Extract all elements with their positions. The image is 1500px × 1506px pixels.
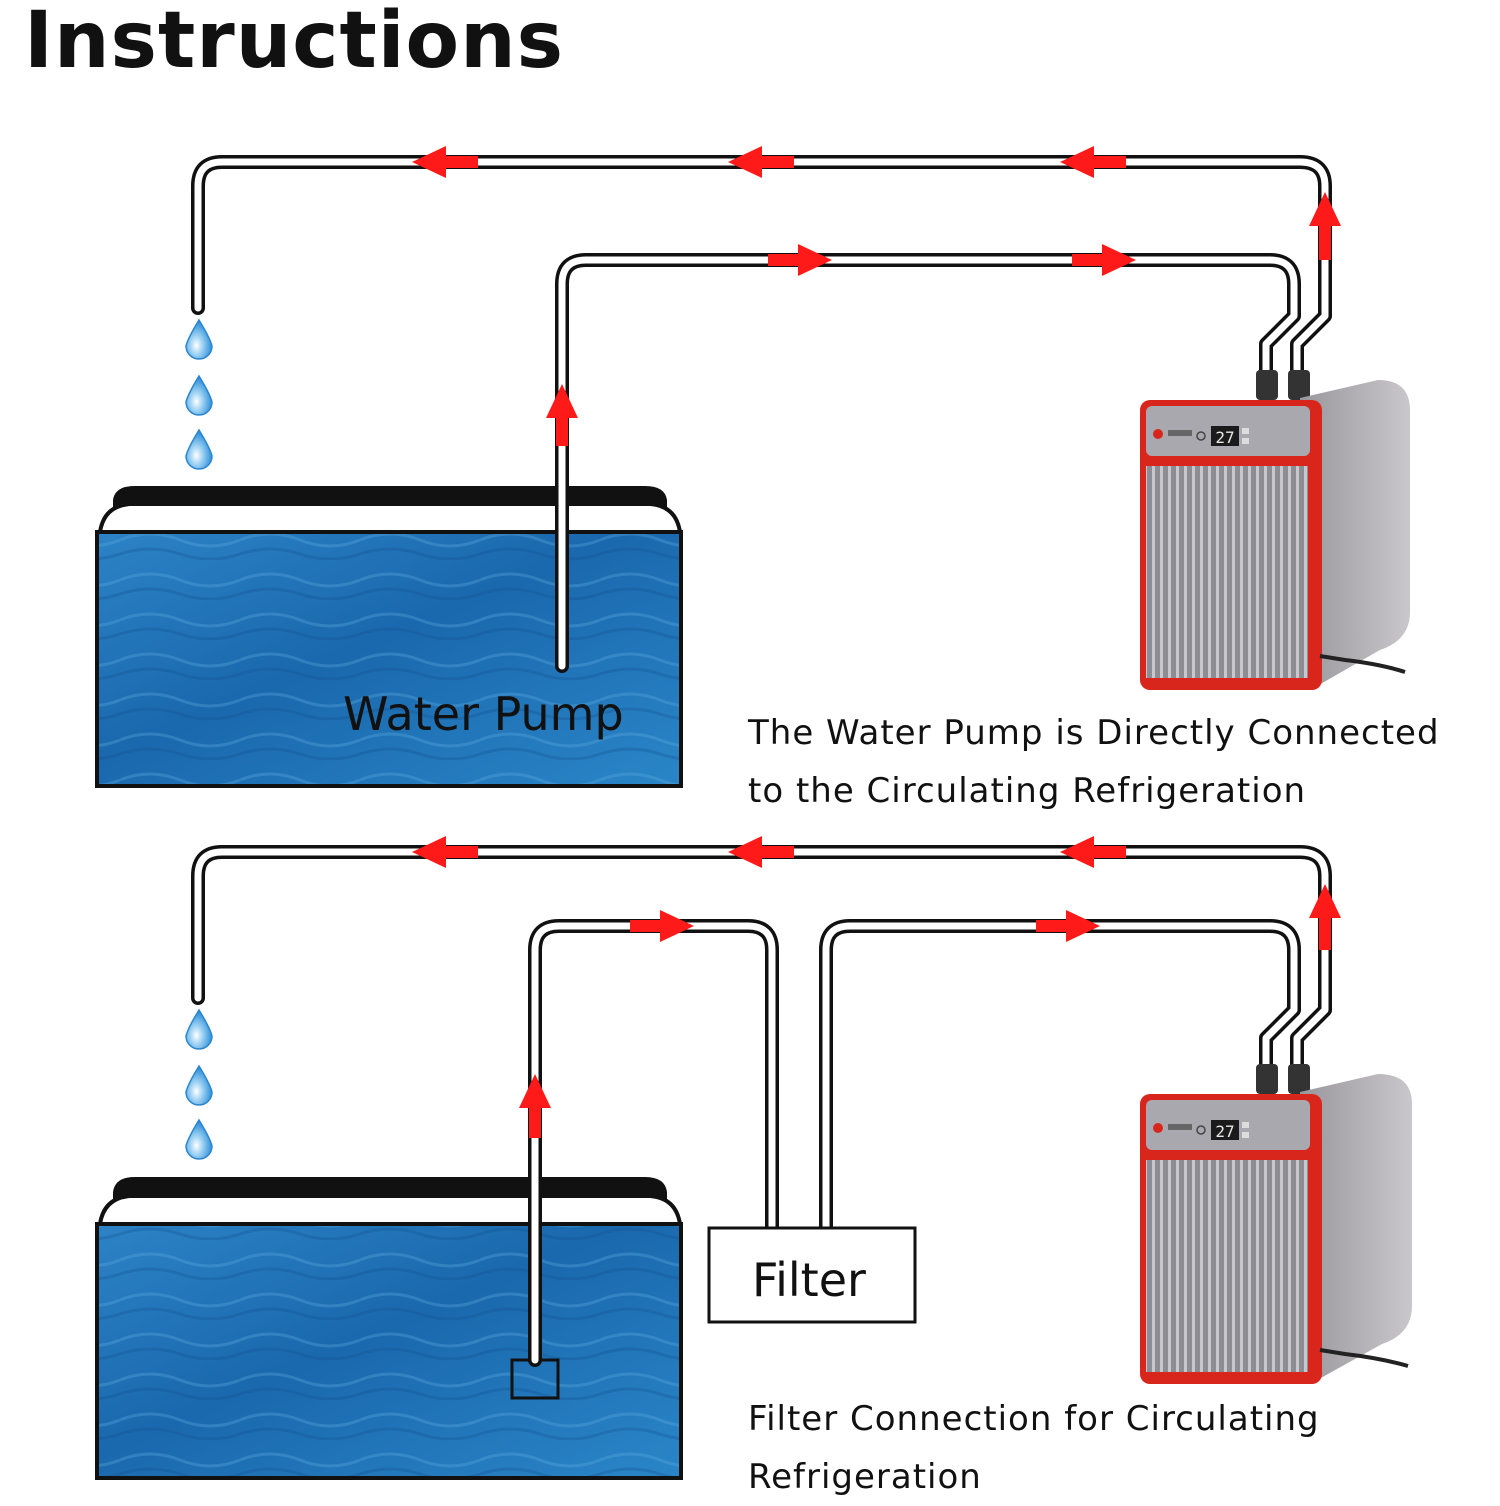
- flow-arrow-right: [1036, 910, 1100, 942]
- top-caption-line2: to the Circulating Refrigeration: [748, 771, 1307, 811]
- water-pump-label: Water Pump: [343, 687, 624, 741]
- chiller-display-readout: 27: [1215, 1122, 1234, 1141]
- aquarium-tank-top: [95, 486, 683, 788]
- flow-arrow-up: [519, 1074, 551, 1138]
- bottom-caption-line1: Filter Connection for Circulating: [748, 1399, 1320, 1439]
- chiller-unit-top: 27: [1140, 370, 1410, 690]
- water-drop-icon: [185, 1008, 213, 1050]
- water-drop-icon: [185, 318, 213, 360]
- filter-label: Filter: [752, 1253, 866, 1307]
- water-drops-bottom: [185, 1008, 213, 1160]
- flow-arrows-bottom: [412, 836, 1341, 1138]
- top-caption-line1: The Water Pump is Directly Connected: [748, 713, 1440, 753]
- return-pipe-bottom: [191, 845, 1332, 1073]
- flow-arrow-left: [728, 836, 794, 868]
- flow-arrow-up: [1309, 884, 1341, 950]
- bottom-setup: Filter 27: [95, 836, 1412, 1480]
- water-drop-icon: [185, 374, 213, 416]
- chiller-display-readout: 27: [1215, 428, 1234, 447]
- flow-arrow-left: [1060, 836, 1126, 868]
- filter-box: [707, 1226, 917, 1324]
- flow-arrow-right: [630, 910, 694, 942]
- bottom-caption-line2: Refrigeration: [748, 1457, 982, 1497]
- water-drop-icon: [185, 428, 213, 470]
- flow-arrow-up: [1309, 192, 1341, 260]
- flow-arrows-top: [412, 146, 1341, 446]
- page-title: Instructions: [24, 0, 565, 86]
- outflow-pipe-top: [555, 253, 1301, 673]
- flow-arrow-right: [1072, 244, 1136, 276]
- chiller-unit-bottom: 27: [1140, 1064, 1412, 1384]
- top-setup: 27 Water Pump: [95, 146, 1410, 788]
- flow-arrow-up: [546, 384, 578, 446]
- flow-arrow-left: [728, 146, 794, 178]
- top-caption: The Water Pump is Directly Connected to …: [748, 704, 1440, 820]
- water-drop-icon: [185, 1118, 213, 1160]
- return-pipe-top: [191, 155, 1332, 379]
- aquarium-tank-bottom: [95, 1177, 683, 1480]
- flow-arrow-left: [1060, 146, 1126, 178]
- bottom-caption: Filter Connection for Circulating Refrig…: [748, 1390, 1320, 1506]
- water-drops-top: [185, 318, 213, 470]
- flow-arrow-left: [412, 146, 478, 178]
- water-drop-icon: [185, 1064, 213, 1106]
- filter-to-chiller-pipe: [819, 919, 1301, 1233]
- flow-arrow-right: [768, 244, 832, 276]
- flow-arrow-left: [412, 836, 478, 868]
